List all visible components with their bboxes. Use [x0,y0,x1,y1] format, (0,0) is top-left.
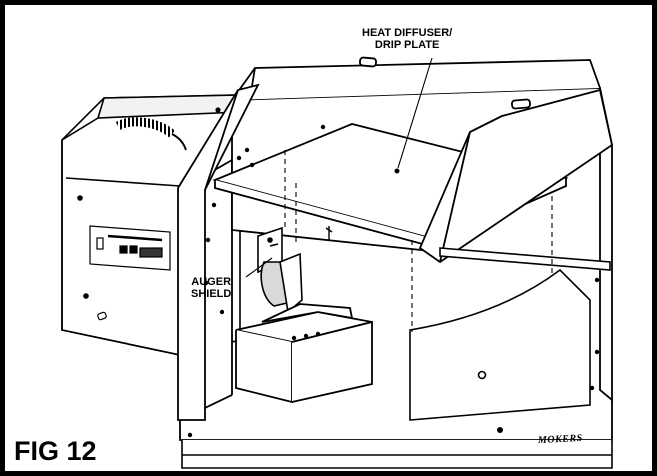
right-frame-bar [359,56,614,264]
left-frame-post [177,83,260,421]
figure-label: FIG 12 [14,436,97,466]
auger-shield-label-line1: AUGER [191,276,232,288]
callout-leaders [245,57,433,278]
heat-diffuser-label-line2: DRIP PLATE [374,39,440,51]
auger-shield [257,226,333,314]
base-frame [181,440,613,469]
guide-lines [284,150,553,332]
firepot-partition [409,268,591,421]
controller-panel [89,225,171,271]
heat-diffuser-label-line1: HEAT DIFFUSER/ [362,27,453,39]
fire-pot-box [235,303,373,404]
auger-shield-label-line2: SHIELD [191,288,232,300]
heat-diffuser-callout: HEAT DIFFUSER/ DRIP PLATE [362,27,452,51]
auger-shield-callout: AUGER SHIELD [191,276,231,300]
power-cord-icon [115,117,187,151]
brand-badge: MOKERS [537,432,583,447]
rear-ledge [439,247,611,271]
